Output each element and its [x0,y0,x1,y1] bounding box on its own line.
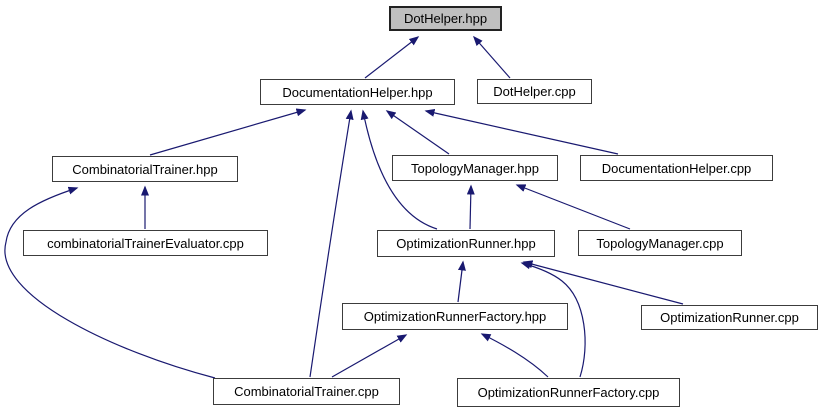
edge-optimizationrunnerfactory-hpp-to-optimizationrunner-hpp [457,260,466,303]
edge-topologymanager-hpp-to-documentationhelper-hpp [385,110,450,155]
graph-node-documentationhelper-cpp[interactable]: DocumentationHelper.cpp [580,155,773,181]
edge-group [4,35,684,379]
edge-combinatorialtrainer-hpp-to-documentationhelper-hpp [149,108,307,156]
graph-node-optimizationrunner-hpp[interactable]: OptimizationRunner.hpp [377,230,555,257]
graph-node-optimizationrunnerfactory-cpp[interactable]: OptimizationRunnerFactory.cpp [457,378,680,407]
graph-node-dothelper-hpp[interactable]: DotHelper.hpp [389,6,502,31]
graph-node-combinatorialtrainer-cpp[interactable]: CombinatorialTrainer.cpp [213,378,400,405]
graph-node-dothelper-cpp[interactable]: DotHelper.cpp [477,79,592,104]
graph-node-topologymanager-hpp[interactable]: TopologyManager.hpp [392,155,558,181]
graph-node-combinatorialtrainer-hpp[interactable]: CombinatorialTrainer.hpp [52,156,238,182]
edge-combinatorialtrainer-cpp-to-combinatorialtrainer-hpp [4,186,216,379]
edge-optimizationrunner-hpp-to-topologymanager-hpp [466,184,475,230]
graph-node-topologymanager-cpp[interactable]: TopologyManager.cpp [578,230,742,256]
edge-optimizationrunnerfactory-cpp-to-optimizationrunner-hpp [520,261,586,378]
graph-node-optimizationrunner-cpp[interactable]: OptimizationRunner.cpp [641,305,818,330]
edge-combinatorialtrainer-cpp-to-documentationhelper-hpp [309,109,354,378]
edge-optimizationrunnerfactory-cpp-to-optimizationrunnerfactory-hpp [480,333,549,378]
edge-dothelper-cpp-to-dothelper-hpp [473,35,511,79]
edge-topologymanager-cpp-to-topologymanager-hpp [515,184,631,230]
graph-node-documentationhelper-hpp[interactable]: DocumentationHelper.hpp [260,79,455,105]
graph-node-combinatorialtrainerevaluator-cpp[interactable]: combinatorialTrainerEvaluator.cpp [23,230,268,256]
edge-documentationhelper-hpp-to-dothelper-hpp [364,36,420,79]
edge-documentationhelper-cpp-to-documentationhelper-hpp [424,108,619,155]
edge-combinatorialtrainer-cpp-to-optimizationrunnerfactory-hpp [331,334,408,378]
edge-optimizationrunner-cpp-to-optimizationrunner-hpp [522,260,684,305]
edge-optimizationrunner-hpp-to-documentationhelper-hpp [360,109,438,230]
graph-node-optimizationrunnerfactory-hpp[interactable]: OptimizationRunnerFactory.hpp [342,303,568,330]
